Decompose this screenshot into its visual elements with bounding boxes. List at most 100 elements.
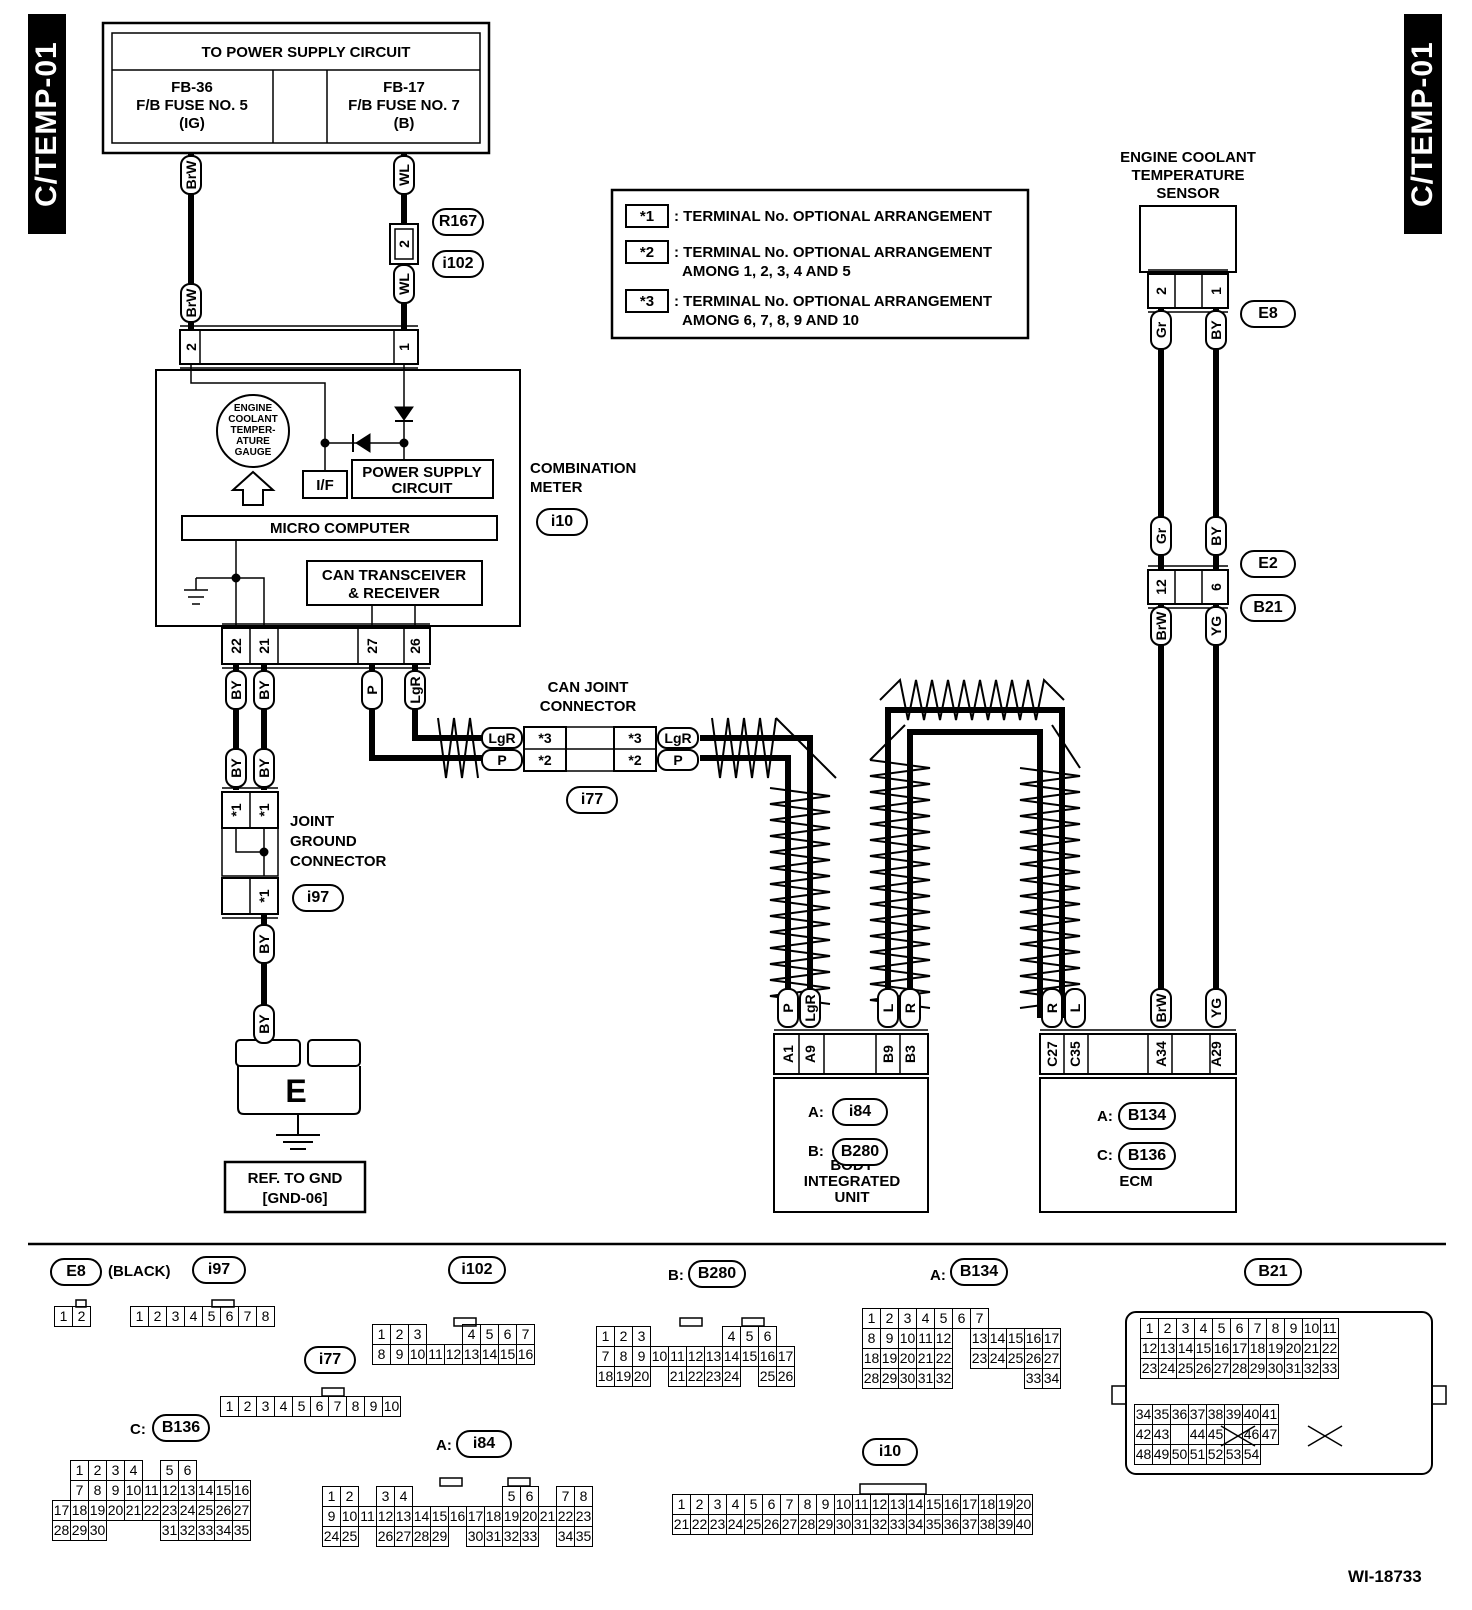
pin-cell: 1 [54, 1306, 73, 1327]
pin-cell: 14 [722, 1346, 741, 1367]
temperature-gauge-icon [216, 394, 290, 468]
connector-e2: E2 [1240, 550, 1296, 578]
connector-r167: R167 [432, 208, 484, 236]
pin-cell: 13 [704, 1346, 723, 1367]
pin-cell: 4 [394, 1486, 413, 1507]
pin-cell: 47 [1260, 1424, 1279, 1445]
pin-1-meter: 1 [396, 343, 412, 351]
connector-b280: B280 [832, 1138, 888, 1166]
pin-cell: 21 [124, 1500, 143, 1521]
pin-cell: 4 [274, 1396, 293, 1417]
connector-b21: B21 [1240, 594, 1296, 622]
pin-cell: 6 [1230, 1318, 1249, 1339]
pin-cell: 31 [916, 1368, 935, 1389]
pin-cell: 24 [988, 1348, 1007, 1369]
pin-cell: 5 [480, 1324, 499, 1345]
wire-label-p-biu: P [780, 1003, 796, 1012]
pin-cell: 32 [1302, 1358, 1321, 1379]
pin-cell: 15 [430, 1506, 449, 1527]
pin-cell: 32 [934, 1368, 953, 1389]
pin-cell: 6 [220, 1306, 239, 1327]
connector-i102: i102 [432, 250, 484, 278]
pin-cell: 21 [916, 1348, 935, 1369]
can-transceiver-2: & RECEIVER [348, 585, 440, 602]
pin-cell: 40 [1014, 1514, 1033, 1535]
wire-label-by-6: BY [256, 1014, 272, 1034]
pin-cell: 13 [1158, 1338, 1177, 1359]
pin-cell [539, 1487, 557, 1507]
pin-cell: 5 [292, 1396, 311, 1417]
pin-cell: 1 [372, 1324, 391, 1345]
pin-cell: 33 [1024, 1368, 1043, 1389]
legend-mark-3: *3 [640, 293, 654, 310]
pin-cell: 34 [1042, 1368, 1061, 1389]
pin-star2-left: *2 [538, 752, 551, 768]
pin-cell: 11 [142, 1480, 161, 1501]
wire-label-r-ecm: R [1044, 1003, 1060, 1013]
pin-cell: 19 [880, 1348, 899, 1369]
pin-cell: 34 [1134, 1404, 1153, 1425]
pin-cell: 35 [574, 1526, 593, 1547]
pin-cell: 4 [726, 1494, 745, 1515]
pin-cell: 13 [888, 1494, 907, 1515]
pin-cell: 28 [1230, 1358, 1249, 1379]
can-joint-label-2: CONNECTOR [540, 698, 637, 715]
pin-cell: 24 [322, 1526, 341, 1547]
legend-text-2b: AMONG 1, 2, 3, 4 AND 5 [682, 263, 851, 280]
pin-cell: 42 [1134, 1424, 1153, 1445]
pin-cell: 18 [978, 1494, 997, 1515]
wire-label-brw-b21: BrW [1153, 611, 1169, 641]
pin-cell: 8 [1266, 1318, 1285, 1339]
pin-cell: 29 [1248, 1358, 1267, 1379]
pin-cell: 22 [1320, 1338, 1339, 1359]
pin-cell: 17 [960, 1494, 979, 1515]
pin-cell: 1 [862, 1308, 881, 1329]
pin-cell: 8 [798, 1494, 817, 1515]
b136-prefix: C: [130, 1421, 146, 1438]
pin-cell: 4 [916, 1308, 935, 1329]
pin-cell: 1 [70, 1460, 89, 1481]
pin-cell: 37 [1188, 1404, 1207, 1425]
pin-cell [687, 1327, 705, 1347]
pin-21-meter: 21 [256, 638, 272, 654]
ecm-a-prefix: A: [1097, 1108, 1113, 1125]
pin-cell: 10 [650, 1346, 669, 1367]
pin-cell: 31 [1284, 1358, 1303, 1379]
pin-cell: 2 [148, 1306, 167, 1327]
pin-cell: 32 [178, 1520, 197, 1541]
pin-cell: 27 [232, 1500, 251, 1521]
pin-cell: 33 [196, 1520, 215, 1541]
pin-cell: 34 [906, 1514, 925, 1535]
if-label: I/F [316, 477, 334, 494]
pin-cell: 18 [862, 1348, 881, 1369]
pin-cell: 16 [232, 1480, 251, 1501]
pin-cell: 9 [816, 1494, 835, 1515]
pin-cell: 3 [376, 1486, 395, 1507]
legend-text-2: : TERMINAL No. OPTIONAL ARRANGEMENT [674, 244, 992, 261]
pin-cell: 12 [686, 1346, 705, 1367]
pin-cell: 8 [614, 1346, 633, 1367]
pin-cell: 25 [758, 1366, 777, 1387]
pin-cell: 1 [672, 1494, 691, 1515]
pin-cell [359, 1487, 377, 1507]
pin-cell: 22 [690, 1514, 709, 1535]
pin-cell: 22 [556, 1506, 575, 1527]
pin-26-meter: 26 [407, 638, 423, 654]
pin-cell [669, 1327, 687, 1347]
pin-a1: A1 [780, 1045, 796, 1063]
pin-cell: 11 [426, 1344, 445, 1365]
pin-cell: 44 [1188, 1424, 1207, 1445]
pin-cell: 45 [1206, 1424, 1225, 1445]
fuse-left-line1: FB-36 [171, 79, 213, 96]
wire-label-wl-2: WL [396, 273, 412, 295]
fuse-left-line3: (IG) [179, 115, 205, 132]
pin-cell: 29 [430, 1526, 449, 1547]
pin-12-e2: 12 [1153, 579, 1169, 595]
pin-cell: 33 [1320, 1358, 1339, 1379]
pin-cell: 15 [1194, 1338, 1213, 1359]
pin-cell: 8 [862, 1328, 881, 1349]
pin-c35: C35 [1067, 1041, 1083, 1067]
pin-cell: 27 [1042, 1348, 1061, 1369]
